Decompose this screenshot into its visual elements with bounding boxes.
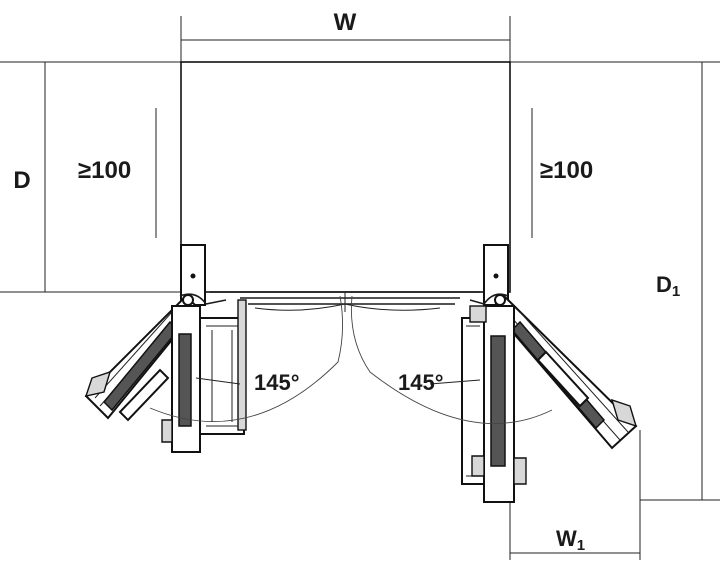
- right-angle-label: 145°: [398, 370, 444, 395]
- right-door: 145°: [350, 293, 638, 503]
- left-angle-label: 145°: [254, 370, 300, 395]
- width-label: W: [334, 9, 357, 36]
- fridge-cabinet: [180, 61, 511, 312]
- depth-dimension: D: [0, 61, 181, 293]
- door-width-label: W1: [556, 526, 585, 554]
- left-door: 145°: [84, 293, 344, 453]
- total-depth-label: D1: [656, 272, 680, 300]
- left-clearance-label: ≥100: [78, 157, 131, 184]
- depth-label: D: [13, 167, 30, 194]
- door-width-dimension: W1: [509, 430, 641, 560]
- right-clearance-label: ≥100: [540, 157, 593, 184]
- width-dimension: W: [180, 9, 511, 62]
- total-depth-dimension: D1: [510, 61, 720, 501]
